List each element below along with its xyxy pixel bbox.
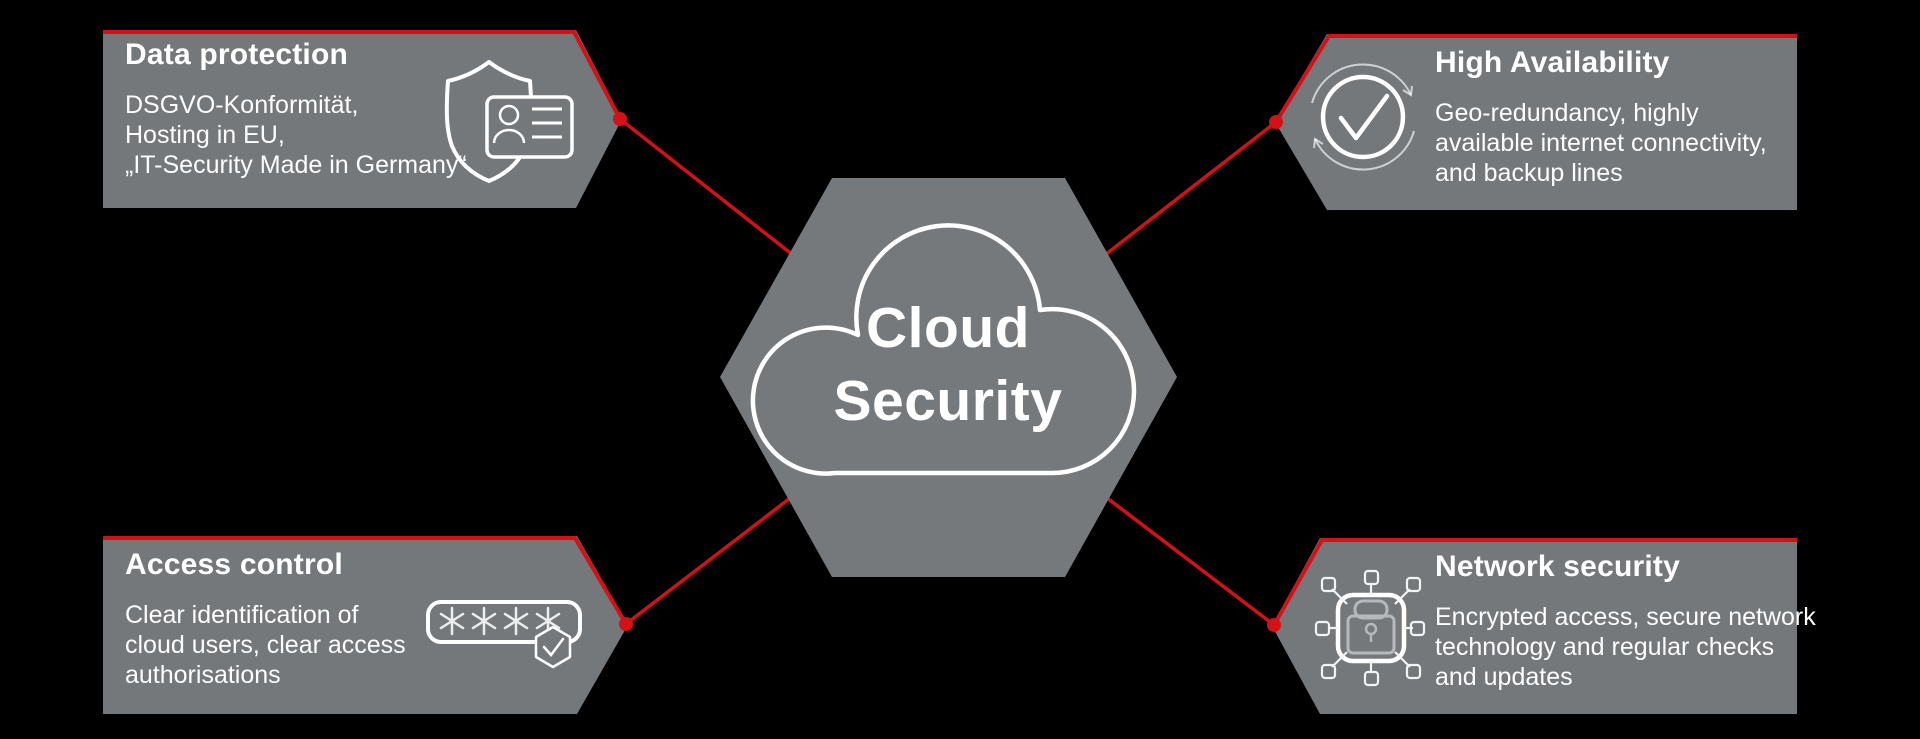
node-title: Network security [1435,550,1680,583]
connector-dots [613,112,1283,632]
node-text-line: technology and regular checks [1435,633,1775,661]
password-asterisks [439,606,561,636]
check-circle-sync-icon [1311,63,1415,171]
red-edge-bottom-left [103,536,628,626]
dot-top-right [1269,115,1283,129]
center-hexagon [720,178,1177,577]
check-badge-hexagon [534,625,572,669]
cloud-outline-icon [750,223,1137,476]
node-high-availability: High Availability Geo-redundancy, highly… [1435,46,1767,188]
node-text-line: and updates [1435,663,1573,691]
node-text-line: authorisations [125,661,281,689]
node-text-line: Clear identification of [125,601,359,629]
check-mark [1338,93,1390,141]
node-network-security: Network security Encrypted access, secur… [1435,550,1816,692]
node-box-bottom-left [103,536,628,714]
node-text-line: cloud users, clear access [125,631,406,659]
center-title-line1: Cloud [866,296,1030,360]
check-badge-mark [542,637,565,657]
dot-bottom-left [619,617,633,631]
node-box-bottom-right [1272,538,1797,714]
node-box-top-left [103,30,622,208]
id-card-person-shoulders [492,128,526,144]
red-edge-top-right [1274,34,1797,124]
id-card [485,95,574,159]
node-text-line: and backup lines [1435,159,1623,187]
node-access-control: Access control Clear identification of c… [125,548,406,690]
id-card-person-head [498,104,520,126]
red-accent-edges [103,30,1797,626]
node-text-line: Encrypted access, secure network [1435,603,1816,631]
node-title: High Availability [1435,46,1670,79]
center-title: Cloud Security [748,292,1148,438]
padlock [1346,599,1396,655]
node-title: Access control [125,548,343,581]
node-text-line: available internet connectivity, [1435,129,1767,157]
red-edge-top-left [103,30,622,120]
dot-bottom-right [1267,618,1281,632]
dot-top-left [613,112,627,126]
node-text-line: Geo-redundancy, highly [1435,99,1699,127]
shield-outline [444,60,534,183]
node-text-line: DSGVO-Konformität, [125,91,359,119]
network-lock-icon [1314,569,1426,687]
shield-id-card-icon [444,60,574,183]
sync-arrows [1311,63,1415,171]
password-field [426,600,582,644]
id-card-text-lines [532,107,562,139]
center-title-line2: Security [833,369,1063,433]
node-title: Data protection [125,38,349,71]
node-box-top-right [1275,34,1797,210]
node-text-line: Hosting in EU, [125,121,285,149]
check-circle [1320,74,1406,160]
node-data-protection: Data protection DSGVO-Konformität, Hosti… [125,38,467,180]
network-connectors [1314,569,1426,687]
password-asterisks-icon [426,600,582,669]
node-text-line: „IT-Security Made in Germany“ [125,151,467,179]
red-edge-bottom-right [1272,538,1797,626]
